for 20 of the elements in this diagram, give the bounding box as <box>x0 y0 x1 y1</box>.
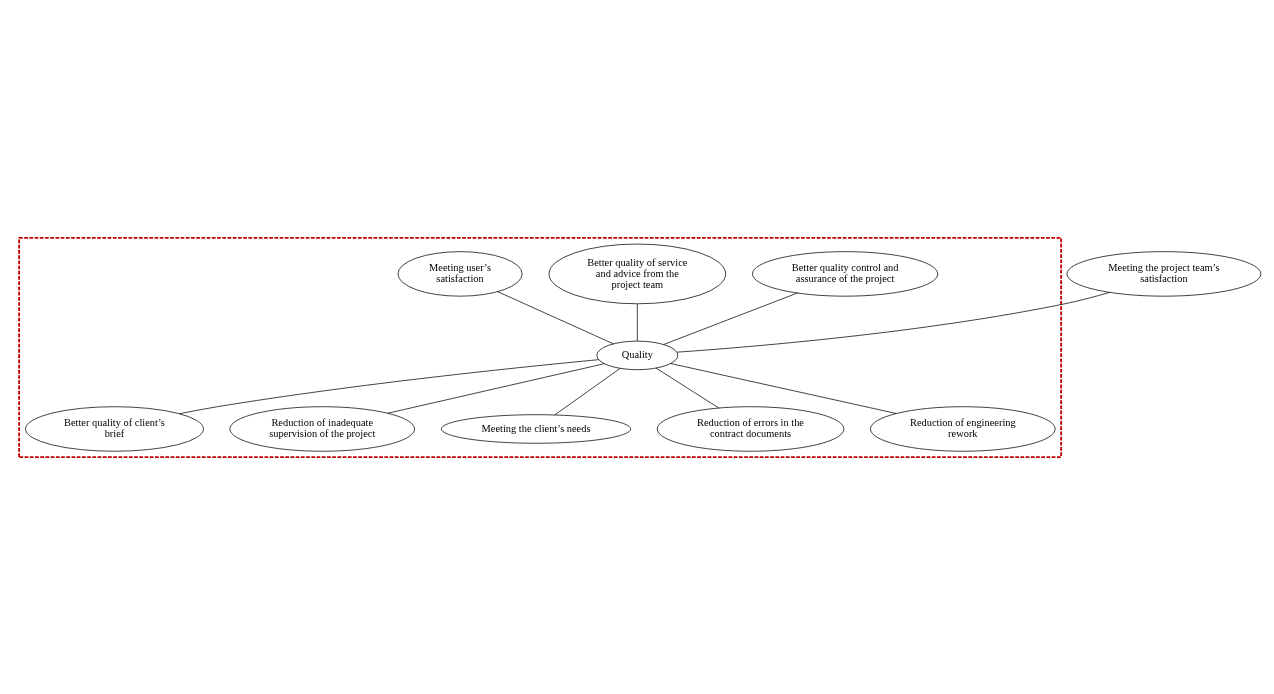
connector <box>179 358 599 414</box>
node-ellipse: Reduction of engineering rework <box>870 405 1056 452</box>
connector <box>636 303 638 341</box>
node-ellipse: Quality <box>596 340 679 370</box>
node-ellipse: Meeting user’s satisfaction <box>397 250 523 297</box>
node-ellipse: Meeting the client’s needs <box>441 413 632 444</box>
node-ellipse: Better quality control and assurance of the project <box>752 250 939 297</box>
connector <box>387 362 605 414</box>
node-ellipse: Meeting the project team’s satisfaction <box>1066 250 1262 297</box>
connector <box>554 367 621 415</box>
node-ellipse: Better quality of client’s brief <box>25 405 204 452</box>
node-ellipse: Reduction of errors in the contract documents <box>656 405 845 452</box>
connector <box>655 367 720 408</box>
connector <box>663 292 798 345</box>
node-ellipse: Reduction of inadequate supervision of the project <box>229 405 415 452</box>
node-ellipse: Better quality of service and advice from the project team <box>548 243 727 304</box>
connector <box>676 291 1111 353</box>
connector <box>670 362 897 414</box>
connector <box>497 290 614 344</box>
cluster <box>18 236 1063 458</box>
